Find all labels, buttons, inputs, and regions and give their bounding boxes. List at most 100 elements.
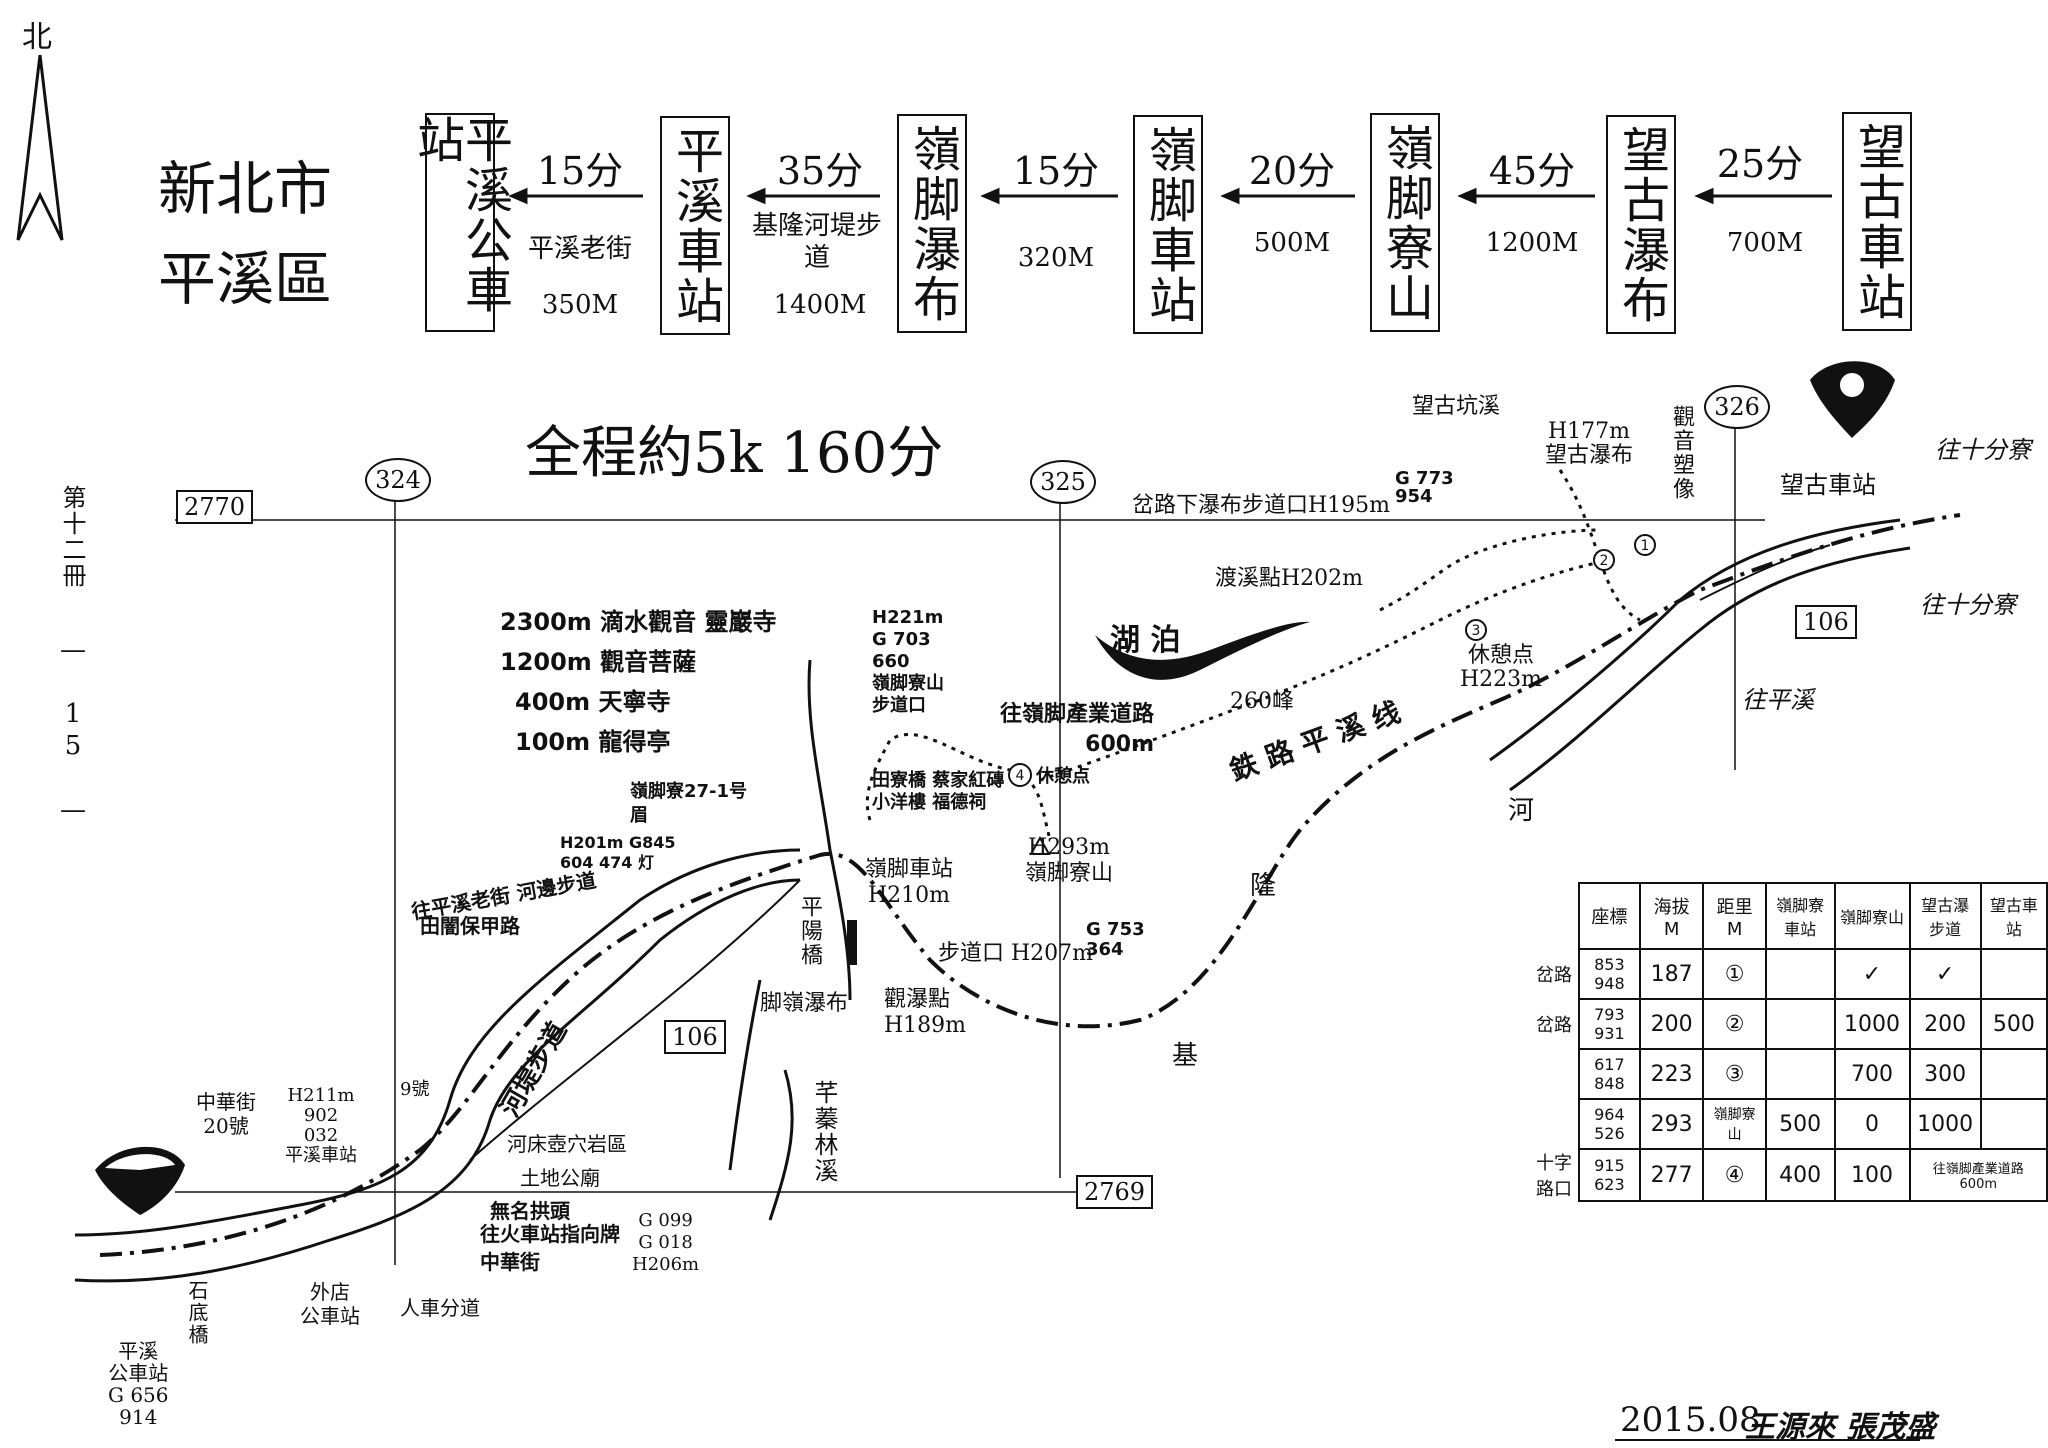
label-lake: 湖 泊 [1110,623,1181,658]
label-temples-4: 100m 龍得亭 [515,728,671,756]
cell-no: ④ [1702,1148,1767,1202]
leg-time-3: 15分 [1012,149,1100,193]
label-wanggu-station: 望古車站 [1780,471,1876,499]
label-h211: H211m 902 032 平溪車站 [285,1085,357,1166]
grid-label-326: 326 [1704,385,1770,429]
cell-peak: 0 [1833,1098,1911,1150]
grid-label-324: 324 [365,458,431,502]
label-tianliao: 田闇保甲路 [420,914,520,938]
route-arrows [508,187,1832,205]
label-wanggu-falls: H177m 望古瀑布 [1545,419,1634,468]
cell-no: ③ [1702,1048,1767,1100]
label-lingjiao-station: 嶺脚車站 H210m [865,857,954,908]
svg-text:4: 4 [1016,768,1025,784]
cell-falls: 1000 [1908,1098,1982,1150]
cell-station [1764,1048,1836,1100]
label-g207: G 753 364 [1086,919,1145,960]
label-temples-2: 1200m 觀音菩薩 [500,648,697,676]
label-river-3: 基 [1172,1041,1199,1071]
cell-coord: 617 848 [1577,1048,1641,1100]
label-waidian: 外店 公車站 [300,1280,360,1328]
row-label [1530,1049,1579,1099]
label-peak260: 260峰 [1230,689,1294,714]
table-row: 964 526 293 嶺脚寮山 500 0 1000 [1530,1098,2048,1150]
cell-no: ① [1702,948,1767,1000]
leg-time-2: 35分 [776,149,864,193]
label-temples-1: 2300m 滴水觀音 靈巖寺 [500,608,777,636]
row-label [1530,1099,1579,1149]
hiking-trail [865,469,1641,841]
title-line-2: 平溪區 [158,245,333,313]
svg-text:1: 1 [1641,538,1650,554]
route-stop-1: 平溪公車站 [408,113,512,332]
label-junction-g: G 773 954 [1395,468,1454,507]
label-pingyang-bridge: 平陽橋 [797,895,822,967]
leg-dist-4: 500M [1253,228,1331,258]
route-stop-5: 嶺脚寮山 [1370,113,1440,332]
leg-via-2: 基隆河堤步道 [752,211,883,273]
cell-station [1764,998,1836,1050]
distance-table: 座標 海拔 M 距里 M 嶺脚寮車站 嶺脚寮山 望古瀑步道 望古車站 岔路 85… [1530,882,2048,1202]
row-label: 岔路 [1535,1015,1572,1036]
cell-coord: 964 526 [1577,1098,1641,1150]
north-arrow-icon [16,54,64,241]
label-creek: 芊蓁林溪 [810,1080,838,1184]
label-to-pingxi: 往平溪 [1742,686,1814,714]
cell-alt: 187 [1638,948,1705,1000]
cell-no: ② [1702,998,1767,1050]
label-pingxi-bus: 平溪 公車站 G 656 914 [108,1339,169,1429]
leg-dist-1: 350M [541,290,619,320]
cell-alt: 293 [1638,1098,1705,1150]
route-summary: 全程約5k 160分 [525,421,944,486]
cell-alt: 223 [1638,1048,1705,1100]
leg-time-4: 20分 [1248,149,1336,193]
label-river-2: 隆 [1250,871,1277,901]
label-to-station: 往火車站指向牌 中華街 [480,1222,620,1274]
label-land-temple: 土地公廟 [520,1166,600,1190]
svg-text:2: 2 [1600,553,1609,569]
cell-wanggu [1979,948,2048,1000]
leg-dist-3: 320M [1017,243,1095,273]
th-alt: 海拔 M [1638,882,1705,950]
leg-dist-2: 1400M [773,290,867,320]
waypoints [1008,534,1656,787]
label-to-shifen-2: 往十分寮 [1920,591,2016,619]
label-h201: H201m G845 604 474 灯 [560,833,676,872]
row-label: 十字路口 [1535,1153,1572,1200]
leg-time-6: 25分 [1716,142,1804,186]
cell-no: 嶺脚寮山 [1702,1098,1767,1150]
svg-text:3: 3 [1472,623,1481,639]
th-wanggu: 望古車站 [1979,882,2048,950]
label-ford: 渡溪點H202m [1215,566,1364,591]
grid-lines [175,425,1765,1265]
route-stop-2: 平溪車站 [660,116,730,335]
label-junction-falls: 岔路下瀑布步道口H195m [1132,493,1391,518]
label-trailhead207: 步道口 H207m [938,941,1094,966]
th-station: 嶺脚寮車站 [1764,882,1836,950]
grid-label-325: 325 [1030,460,1096,504]
cell-alt: 200 [1638,998,1705,1050]
table-row: 617 848 223 ③ 700 300 [1530,1048,2048,1100]
grid-label-2769: 2769 [1076,1175,1154,1209]
label-zhonghua: 中華街 20號 [196,1090,256,1138]
cell-falls: 200 [1908,998,1982,1050]
cell-peak: 100 [1833,1148,1911,1202]
row-label: 岔路 [1535,965,1572,986]
north-label: 北 [22,20,52,55]
cell-alt: 277 [1638,1148,1705,1202]
label-viewpoint: 觀瀑點 H189m [884,987,967,1038]
cell-falls: 往嶺脚產業道路 600m [1908,1148,2048,1202]
leg-dist-6: 700M [1726,228,1804,258]
lake-shape [1095,621,1310,680]
label-h293: H293m 嶺脚寮山 [1025,835,1114,886]
label-lingjiao-falls: 脚嶺瀑布 [760,991,849,1016]
road-106-label-1: 106 [664,1020,726,1054]
leg-via-1: 平溪老街 [527,234,632,264]
leg-time-5: 45分 [1488,149,1576,193]
table-row: 岔路 853 948 187 ① ✓ ✓ [1530,948,2048,1000]
label-river-1: 河 [1508,796,1535,826]
cell-peak: 700 [1833,1048,1911,1100]
label-nameless: 無名拱頭 [490,1199,570,1223]
station-symbol-icon [95,361,1895,1215]
